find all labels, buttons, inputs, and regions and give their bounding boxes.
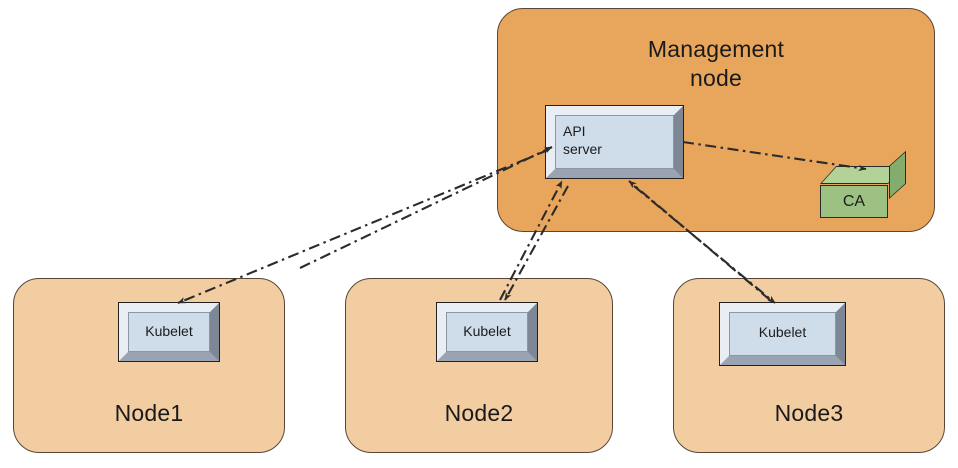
kubelet-node2-label: Kubelet	[463, 323, 511, 339]
ca-front-face	[820, 185, 888, 218]
kubelet-box-node2[interactable]: Kubelet	[436, 302, 538, 362]
api-server-label-line1: API	[563, 123, 586, 139]
api-server-inner-face: API server	[555, 115, 674, 169]
kubelet-node3-label: Kubelet	[758, 324, 807, 340]
management-node-label-line1: Management	[647, 36, 785, 62]
kubelet-node2-inner-face: Kubelet	[446, 312, 528, 352]
kubelet-node1-inner-face: Kubelet	[128, 312, 210, 352]
ca-box[interactable]: CA	[820, 150, 906, 218]
node2-label: Node2	[444, 400, 514, 426]
ca-label: CA	[842, 192, 866, 210]
management-node-label-line2: node	[690, 65, 742, 91]
api-server-box[interactable]: API server	[545, 105, 684, 179]
kubelet-box-node1[interactable]: Kubelet	[118, 302, 220, 362]
kubelet-node1-label: Kubelet	[145, 323, 193, 339]
api-server-label-line2: server	[563, 141, 602, 157]
kubelet-box-node3[interactable]: Kubelet	[719, 302, 846, 366]
node3-label: Node3	[774, 400, 844, 426]
node1-label: Node1	[114, 400, 184, 426]
kubelet-node3-inner-face: Kubelet	[729, 312, 836, 356]
